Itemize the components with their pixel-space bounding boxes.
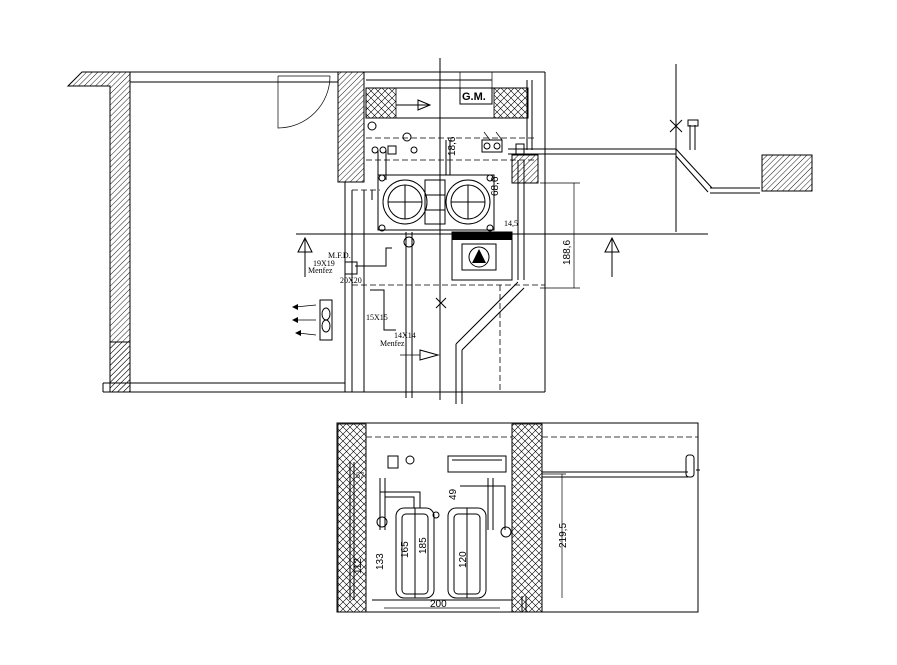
wall-fan: [292, 299, 333, 341]
pump-unit: [451, 231, 513, 281]
right-wall: [511, 154, 539, 184]
dim-18-label: 18,6: [447, 136, 458, 156]
dashed-boundaries: [352, 137, 545, 392]
dim-133-label: 133: [375, 553, 386, 570]
dim-57-label: 57: [356, 471, 364, 480]
section-cut-line: [296, 233, 708, 277]
dim-219-label: 219,5: [558, 523, 569, 548]
dim-68-label: 68,6: [490, 176, 501, 196]
external-unit: [761, 154, 813, 192]
dim-188: 188,6: [540, 182, 580, 289]
section-gm-box: [447, 455, 507, 473]
section-view: 219,5 200 133 112 165 185 120 49 57: [336, 422, 700, 613]
gm-label: G.M.: [462, 91, 486, 103]
door-swing: [277, 75, 331, 129]
dim-188-label: 188,6: [562, 240, 573, 265]
gm-box: G.M.: [365, 72, 529, 119]
dim-185-label: 185: [418, 537, 429, 554]
twin-tanks: [377, 174, 495, 232]
section-right-wall: [511, 423, 543, 613]
center-wall: [337, 71, 365, 183]
x-markers: [435, 119, 683, 309]
dim-112-label: 112: [353, 558, 364, 574]
dim-49-label: 49: [448, 488, 459, 500]
shaft-labels: M.F.D. 19X19 Menfez 20X20 15X15 14X14 Me…: [308, 247, 440, 361]
dim-165-label: 165: [400, 541, 411, 558]
left-wall-bottom: [109, 341, 131, 393]
dim-200-label: 200: [430, 599, 447, 610]
outgoing-pipe: [508, 119, 813, 194]
shaft2-size: 15X15: [366, 313, 388, 322]
shaft3-type: Menfez: [380, 339, 405, 348]
shaft1-label: M.F.D.: [328, 251, 351, 260]
diagonal-pipe: [455, 281, 525, 404]
shaft1-size: 19X19: [313, 259, 335, 268]
vertical-pipes: [403, 80, 533, 398]
plan-view: G.M.: [66, 58, 813, 404]
section-left-wall: [337, 423, 367, 613]
shaft3-size: 14X14: [394, 331, 416, 340]
section-tanks: [395, 507, 487, 599]
section-pipes: [349, 462, 527, 612]
dim-14-label: 14,5: [504, 219, 518, 228]
shaft1-size2: 20X20: [340, 276, 362, 285]
dim-120-label: 120: [458, 551, 469, 568]
shaft1-type: Menfez: [308, 266, 333, 275]
room-walls: [66, 71, 546, 393]
section-dims: 219,5 200 133 112 165 185 120 49 57: [353, 471, 569, 610]
